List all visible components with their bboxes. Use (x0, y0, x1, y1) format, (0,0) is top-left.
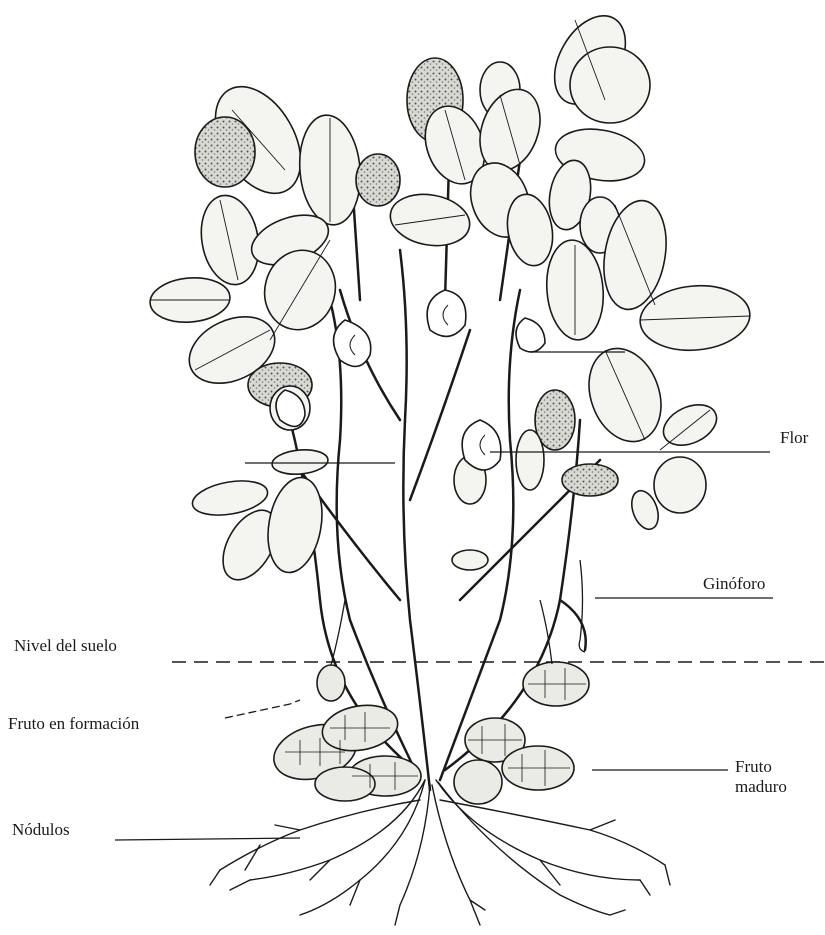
label-ginoforo: Ginóforo (703, 574, 765, 594)
label-fruto-maduro: Fruto maduro (735, 757, 815, 796)
roots (210, 780, 670, 925)
label-nodulos: Nódulos (12, 820, 70, 840)
label-fruto-maduro-line1: Fruto (735, 757, 815, 777)
label-fruto-maduro-line2: maduro (735, 777, 815, 797)
label-flor: Flor (780, 428, 808, 448)
gynophores (331, 560, 585, 665)
label-nivel-del-suelo: Nivel del suelo (14, 636, 117, 656)
label-fruto-en-formacion: Fruto en formación (8, 714, 139, 734)
